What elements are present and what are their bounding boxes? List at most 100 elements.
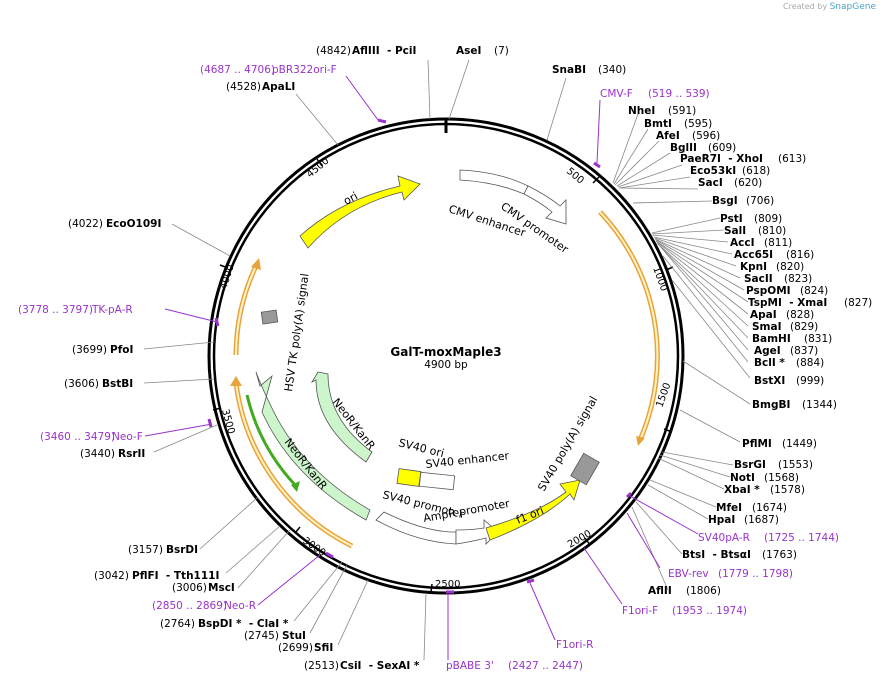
site-pos-bglii: (609) <box>708 142 736 154</box>
site-name-agei: AgeI <box>754 345 781 357</box>
primer-leader-lines <box>144 75 699 660</box>
site-pos-pflfi-tth111i: (3042) <box>94 570 129 582</box>
site-pos-eco53ki: (618) <box>742 165 770 177</box>
site-name-eco53ki: Eco53kI <box>690 165 736 177</box>
site-name-bsrdi: BsrDI <box>166 544 198 556</box>
site-name-afliii-pcii: AflIII - PciI <box>352 45 416 57</box>
site-pos-xbai: (1578) <box>770 484 805 496</box>
primer-name-tk-pa-r: TK-pA-R <box>91 304 133 316</box>
ori-arrow <box>299 175 421 249</box>
primer-range-sv40pa-r: (1725 .. 1744) <box>764 532 839 544</box>
primer-name-pbabe-3: pBABE 3' <box>446 660 494 672</box>
tick-label-2000: 2000 <box>566 528 594 550</box>
site-name-pflmi: PflMI <box>742 438 772 450</box>
site-pos-tspmi-xmai: (827) <box>844 297 872 309</box>
f1-ori-arrow <box>485 479 581 541</box>
site-pos-bsrdi: (3157) <box>128 544 163 556</box>
primer-name-neo-f: Neo-F <box>112 431 143 443</box>
site-pos-aflii: (1806) <box>686 585 721 597</box>
site-labels: AseI (7) (4842) AflIII - PciI SnaBI (340… <box>64 45 872 672</box>
site-pos-saci: (620) <box>734 177 762 189</box>
site-pos-bamhi: (831) <box>804 333 832 345</box>
site-name-bmgbi: BmgBI <box>752 399 790 411</box>
site-name-tspmi-xmai: TspMI - XmaI <box>748 297 827 309</box>
site-pos-mfei: (1674) <box>752 502 787 514</box>
site-pos-pspomi: (824) <box>800 285 828 297</box>
site-pos-bspdi-clai: (2764) <box>160 618 195 630</box>
site-pos-bstbi: (3606) <box>64 378 99 390</box>
primer-range-neo-f: (3460 .. 3479) <box>40 431 115 443</box>
site-name-smai: SmaI <box>752 321 782 333</box>
feature-label-f1-ori: f1 ori <box>514 504 545 527</box>
site-name-sacii: SacII <box>744 273 773 285</box>
site-pos-apai: (828) <box>786 309 814 321</box>
site-pos-hpai: (1687) <box>744 514 779 526</box>
site-name-bstbi: BstBI <box>102 378 133 390</box>
site-pos-bstxi: (999) <box>796 375 824 387</box>
hsv-tk-polya-box <box>260 309 279 325</box>
cmv-promoter-arrow <box>523 185 567 225</box>
tick-label-3000: 3000 <box>300 535 327 559</box>
site-name-pspomi: PspOMI <box>746 285 791 297</box>
site-name-mfei: MfeI <box>716 502 742 514</box>
site-name-kpni: KpnI <box>740 261 767 273</box>
snapgene-logo-text: SnapGene <box>829 2 876 12</box>
site-pos-noti: (1568) <box>764 472 799 484</box>
primer-range-neo-r: (2850 .. 2869) <box>152 600 227 612</box>
snapgene-credit: Created by SnapGene <box>783 2 876 12</box>
site-name-bsgi: BsgI <box>712 195 738 207</box>
primer-range-f1ori-r: (2427 .. 2447) <box>508 660 583 672</box>
primer-range-cmv-f: (519 .. 539) <box>648 88 710 100</box>
site-name-nhei: NheI <box>628 105 655 117</box>
primer-name-ebv-rev: EBV-rev <box>668 568 709 580</box>
sv40-ori-box <box>396 468 422 487</box>
plasmid-length: 4900 bp <box>424 359 468 371</box>
tick-label-4000: 4000 <box>218 263 236 291</box>
site-name-sfii: SfiI <box>314 642 333 654</box>
site-pos-kpni: (820) <box>776 261 804 273</box>
site-pos-apali: (4528) <box>226 81 261 93</box>
sv40-polya-box <box>570 452 600 486</box>
site-name-bspdi-clai: BspDI * - ClaI * <box>198 618 289 630</box>
site-pos-rsrii: (3440) <box>80 448 115 460</box>
site-pos-sfii: (2699) <box>278 642 313 654</box>
site-name-paer7i-xhoi: PaeR7I - XhoI <box>680 153 763 165</box>
site-name-ecoo109i: EcoO109I <box>106 218 161 230</box>
site-pos-paer7i-xhoi: (613) <box>778 153 806 165</box>
primer-range-tk-pa-r: (3778 .. 3797) <box>18 304 93 316</box>
site-pos-afei: (596) <box>692 130 720 142</box>
credit-prefix: Created by <box>783 2 828 11</box>
site-pos-csii-sexai: (2513) <box>304 660 339 672</box>
site-name-apali: ApaLI <box>262 81 295 93</box>
site-name-xbai: XbaI * <box>724 484 760 496</box>
site-pos-bmti: (595) <box>684 118 712 130</box>
feature-label-ori: ori <box>341 189 360 207</box>
site-pos-smai: (829) <box>790 321 818 333</box>
site-pos-bsgi: (706) <box>746 195 774 207</box>
site-pos-afliii-pcii: (4842) <box>316 45 351 57</box>
site-name-afei: AfeI <box>656 130 680 142</box>
site-name-asei: AseI <box>456 45 481 57</box>
site-name-acci: AccI <box>730 237 754 249</box>
primer-name-neo-r: Neo-R <box>224 600 256 612</box>
site-pos-acci: (811) <box>764 237 792 249</box>
sv40-enhancer-box <box>418 471 456 491</box>
site-pos-bcli: (884) <box>796 357 824 369</box>
primer-range-f1ori-f: (1953 .. 1974) <box>672 605 747 617</box>
orf-arc-tk <box>233 264 259 356</box>
site-pos-bsrgi: (1553) <box>778 459 813 471</box>
site-name-stui: StuI <box>282 630 306 642</box>
primer-range-pbr322ori-f: (4687 .. 4706) <box>200 64 275 76</box>
site-pos-pflmi: (1449) <box>782 438 817 450</box>
site-name-bamhi: BamHI <box>752 333 791 345</box>
primer-name-f1ori-f: F1ori-F <box>622 605 658 617</box>
tick-label-4500: 4500 <box>305 156 332 181</box>
site-pos-agei: (837) <box>790 345 818 357</box>
site-name-bglii: BglII <box>670 142 697 154</box>
tick-label-2500: 2500 <box>435 579 460 590</box>
neor-kanr-arrow-outer <box>255 371 371 521</box>
primer-range-ebv-rev: (1779 .. 1798) <box>718 568 793 580</box>
site-name-bsrgi: BsrGI <box>734 459 766 471</box>
site-pos-psti: (809) <box>754 213 782 225</box>
